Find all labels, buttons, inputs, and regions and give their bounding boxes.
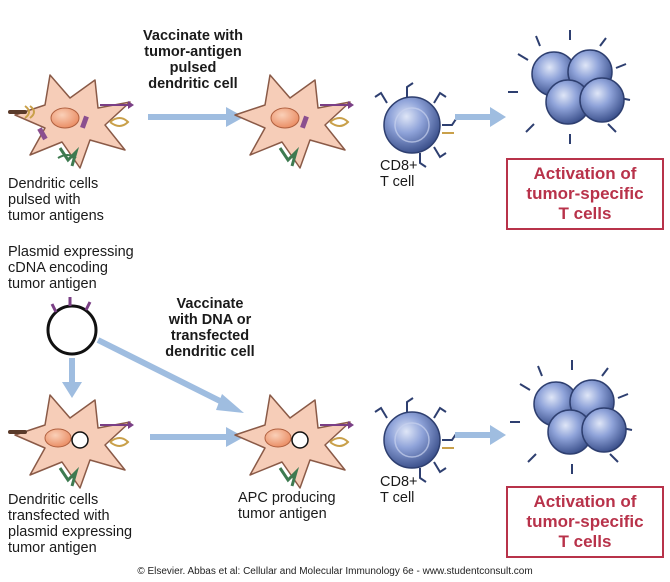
activated-t-cells-bottom [510,360,633,474]
arrow-vaccinate-top [148,107,244,127]
dendritic-cell-transfected [8,394,134,489]
top-tcell-label: CD8+ T cell [380,158,418,190]
top-result-box: Activation of tumor-specific T cells [506,158,664,230]
bottom-result-box: Activation of tumor-specific T cells [506,486,664,558]
apc-label: APC producing tumor antigen [238,490,336,522]
top-step-label: Vaccinate with tumor-antigen pulsed dend… [143,28,243,92]
copyright-credit: © Elsevier. Abbas et al: Cellular and Mo… [137,566,533,577]
plasmid-label: Plasmid expressing cDNA encoding tumor a… [8,244,134,292]
apc-producing-antigen [234,394,354,489]
bottom-tcell-label: CD8+ T cell [380,474,418,506]
arrow-plasmid-to-apc [96,337,244,413]
arrow-activation-top [455,107,506,127]
arrow-plasmid-to-dc [62,358,82,398]
bottom-step-label: Vaccinate with DNA or transfected dendri… [165,296,255,360]
plasmid [46,297,98,356]
arrow-activation-bottom [455,425,506,445]
cd8-t-cell-bottom [374,397,457,483]
cd8-t-cell-top [374,82,457,168]
activated-t-cells-top [508,30,631,144]
dendritic-cell-pulsed [8,74,134,169]
bottom-dc-label: Dendritic cells transfected with plasmid… [8,492,133,556]
top-dc-label: Dendritic cells pulsed with tumor antige… [8,176,104,224]
arrow-dc-to-apc [150,427,244,447]
dendritic-cell-presenting-top [234,74,354,169]
